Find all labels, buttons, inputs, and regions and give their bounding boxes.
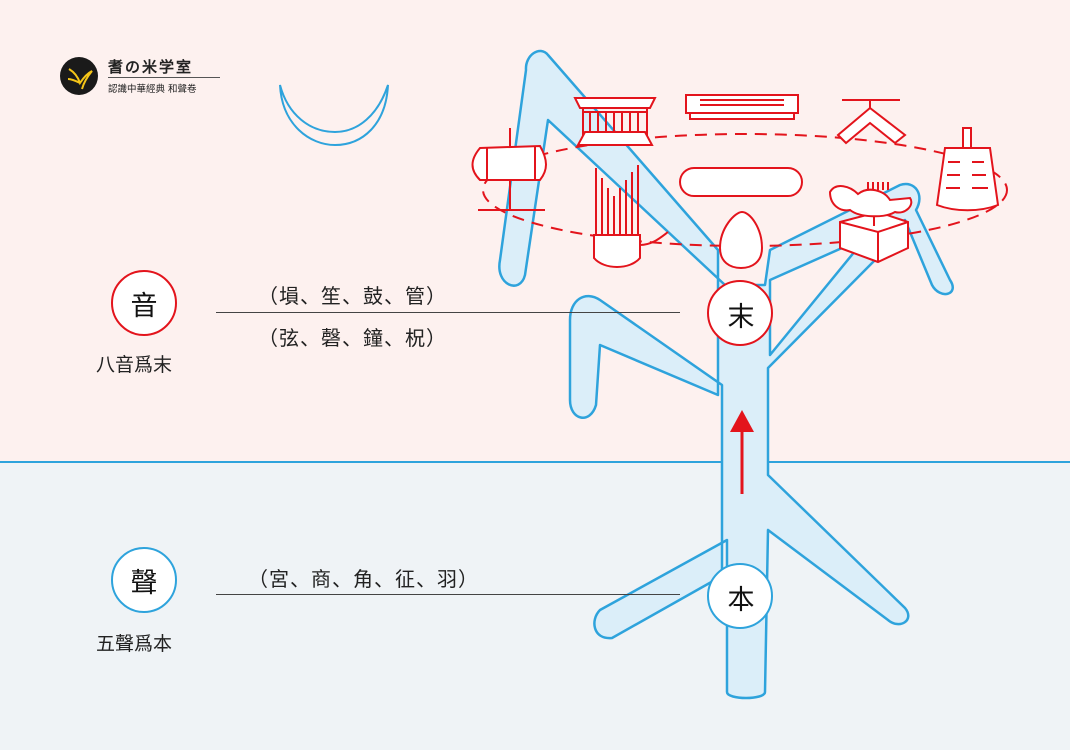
yin-badge: 音 — [111, 270, 177, 336]
moon-icon — [279, 84, 389, 147]
phoenix-icon — [60, 57, 98, 95]
sheng-notes-line: （宮、商、角、征、羽） — [248, 567, 479, 591]
arrow-up-icon — [730, 410, 754, 494]
zhu-box-icon — [828, 182, 913, 264]
yin-rule — [216, 312, 680, 313]
tree-label-mo: 末 — [727, 301, 755, 333]
brand-rule — [108, 77, 220, 78]
guan-icon — [679, 167, 803, 197]
yin-instruments-line1: （塤、笙、鼓、管） — [258, 284, 447, 308]
brand-logo: 耆の米学室 認識中華經典 和聲卷 — [60, 55, 230, 100]
instrument-orbit — [482, 133, 1008, 247]
drum-icon — [471, 128, 547, 211]
chime-stone-icon — [836, 99, 907, 145]
brand-title: 耆の米学室 — [108, 58, 194, 76]
sheng-caption: 五聲爲本 — [96, 633, 173, 655]
divider-line — [0, 461, 1070, 463]
sheng-rule — [216, 594, 680, 595]
yin-caption: 八音爲末 — [96, 354, 173, 376]
xun-icon — [718, 210, 764, 270]
bell-icon — [935, 127, 1000, 212]
ben-circle — [707, 563, 773, 629]
sheng-icon — [593, 165, 669, 268]
chime-frame-icon — [573, 97, 657, 146]
yin-instruments-line2: （弦、磬、鐘、柷） — [258, 326, 447, 350]
mo-circle — [707, 280, 773, 346]
sheng-badge: 聲 — [111, 547, 177, 613]
qin-icon — [685, 94, 799, 120]
brand-subtitle: 認識中華經典 和聲卷 — [108, 84, 197, 95]
tree-label-ben: 本 — [727, 584, 755, 616]
tree-shape — [498, 49, 954, 700]
